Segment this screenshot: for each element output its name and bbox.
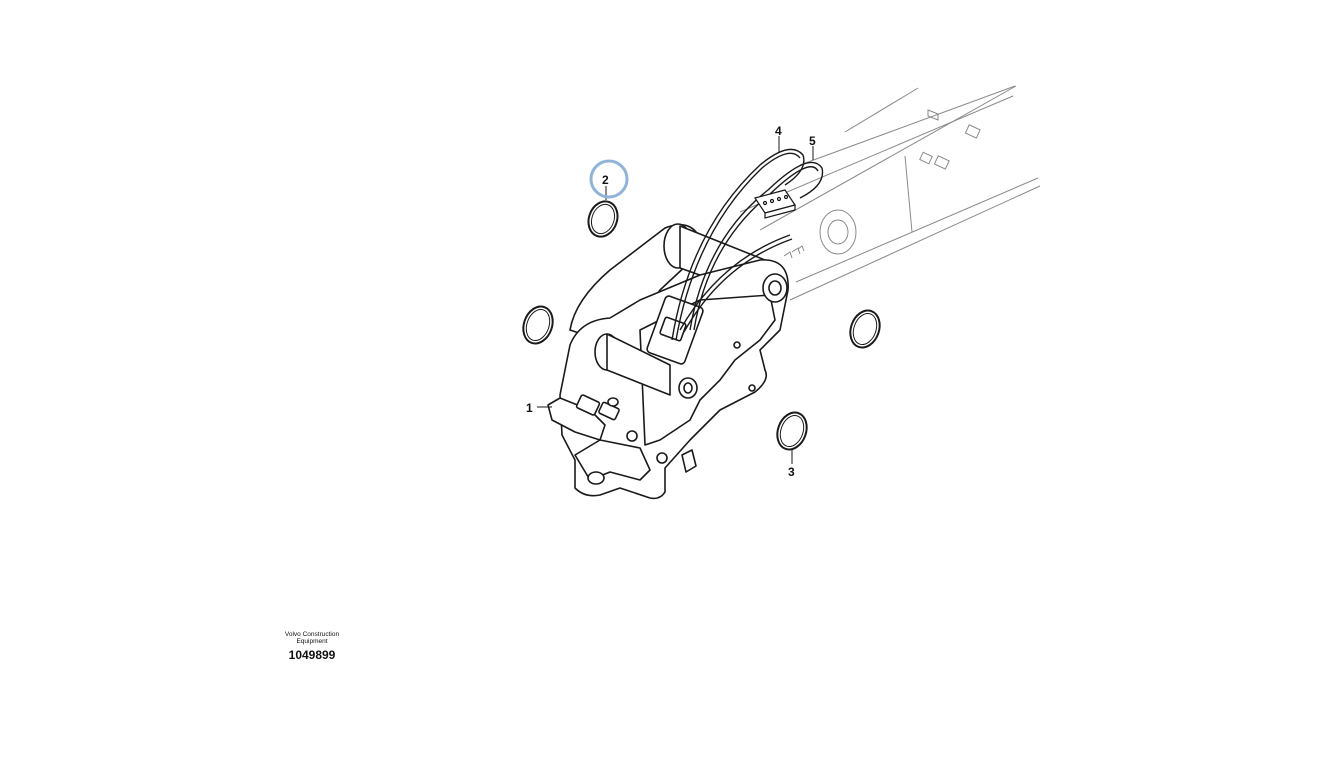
- callout-1[interactable]: 1: [526, 401, 533, 415]
- credit-brand-line2: Equipment: [296, 638, 328, 645]
- callout-leaders: [537, 136, 814, 464]
- callout-4[interactable]: 4: [775, 124, 782, 138]
- o-rings: [522, 200, 881, 451]
- callout-3[interactable]: 3: [788, 465, 795, 479]
- credit-brand-line1: Volvo Construction: [284, 631, 340, 638]
- hose-connector: [754, 189, 796, 219]
- callout-5[interactable]: 5: [809, 134, 816, 148]
- o-ring-part-3: [776, 411, 808, 451]
- figure-number: 1049899: [288, 648, 336, 662]
- quick-coupler: [547, 223, 789, 500]
- o-ring-part-2: [587, 200, 619, 238]
- o-ring-left: [522, 305, 554, 345]
- o-ring-right: [849, 309, 881, 349]
- callout-2[interactable]: 2: [602, 173, 609, 187]
- highlight-ring[interactable]: [589, 159, 629, 199]
